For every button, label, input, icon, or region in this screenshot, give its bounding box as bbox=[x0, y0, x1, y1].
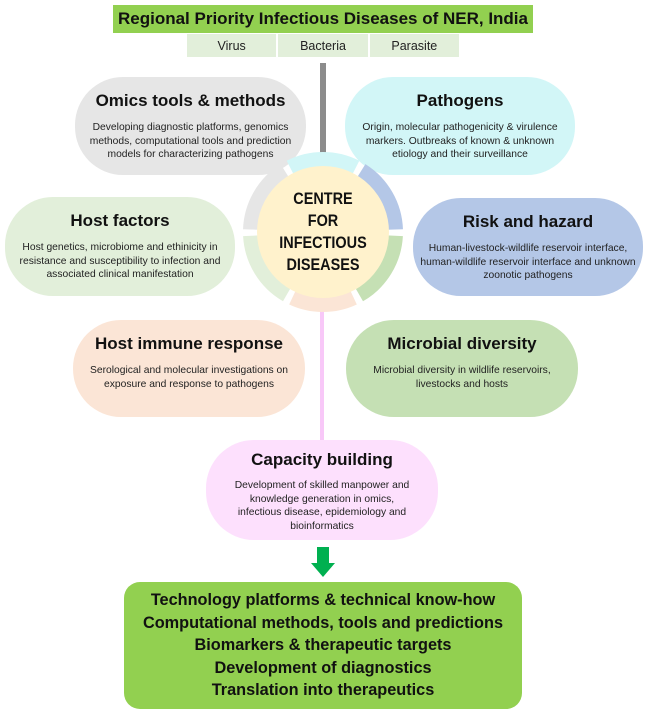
center-line: CENTRE bbox=[293, 189, 353, 208]
theme-capacity-building: Capacity building Development of skilled… bbox=[206, 440, 438, 540]
center-line: FOR bbox=[307, 211, 339, 230]
down-arrow-icon bbox=[311, 547, 335, 577]
theme-text: Origin, molecular pathogenicity & virule… bbox=[362, 122, 558, 160]
theme-host-factors: Host factors Host genetics, microbiome a… bbox=[5, 197, 235, 296]
center-line: INFECTIOUS bbox=[279, 233, 367, 252]
theme-text: Microbial diversity in wildlife reservoi… bbox=[373, 365, 551, 390]
theme-title: Host immune response bbox=[95, 334, 283, 353]
outcomes-box: Technology platforms & technical know-ho… bbox=[124, 582, 522, 709]
diagram-title: Regional Priority Infectious Diseases of… bbox=[113, 5, 533, 33]
theme-microbial-diversity: Microbial diversity Microbial diversity … bbox=[346, 320, 578, 417]
theme-text: Developing diagnostic platforms, genomic… bbox=[89, 122, 292, 160]
center-circle: CENTRE FOR INFECTIOUS DISEASES bbox=[257, 166, 389, 298]
connector-top bbox=[320, 63, 326, 163]
pathogen-categories: Virus Bacteria Parasite bbox=[187, 34, 459, 57]
center-ring bbox=[243, 152, 403, 312]
theme-omics: Omics tools & methods Developing diagnos… bbox=[75, 77, 306, 175]
theme-title: Pathogens bbox=[416, 91, 504, 110]
theme-text: Human-livestock-wildlife reservoir inter… bbox=[420, 243, 636, 281]
theme-text: Development of skilled manpower and know… bbox=[234, 480, 410, 532]
ring-segment-omics bbox=[243, 164, 290, 231]
outcome-item: Technology platforms & technical know-ho… bbox=[150, 591, 496, 610]
outcome-item: Development of diagnostics bbox=[214, 658, 432, 677]
theme-host-immune: Host immune response Serological and mol… bbox=[73, 320, 305, 417]
category-bacteria: Bacteria bbox=[278, 34, 368, 57]
ring-segment-risk bbox=[356, 164, 403, 231]
theme-title: Capacity building bbox=[251, 450, 393, 469]
category-virus: Virus bbox=[187, 34, 277, 57]
theme-title: Omics tools & methods bbox=[95, 91, 286, 110]
theme-text: Host genetics, microbiome and ethinicity… bbox=[19, 242, 221, 280]
ring-segment-pathogens bbox=[286, 152, 360, 176]
theme-text: Serological and molecular investigations… bbox=[89, 365, 289, 390]
ring-segment-host-factors bbox=[243, 235, 292, 302]
theme-risk-hazard: Risk and hazard Human-livestock-wildlife… bbox=[413, 198, 643, 296]
connector-bottom bbox=[320, 300, 324, 442]
theme-title: Microbial diversity bbox=[387, 334, 537, 353]
ring-segment-immune bbox=[289, 289, 357, 312]
category-parasite: Parasite bbox=[369, 34, 459, 57]
outcome-item: Translation into therapeutics bbox=[211, 681, 435, 700]
outcome-item: Biomarkers & therapeutic targets bbox=[194, 636, 452, 655]
outcome-item: Computational methods, tools and predict… bbox=[142, 613, 503, 632]
theme-pathogens: Pathogens Origin, molecular pathogenicit… bbox=[345, 77, 575, 175]
theme-title: Risk and hazard bbox=[462, 212, 594, 231]
ring-segment-microbial bbox=[354, 235, 403, 302]
center-line: DISEASES bbox=[286, 255, 360, 274]
theme-title: Host factors bbox=[70, 211, 170, 230]
